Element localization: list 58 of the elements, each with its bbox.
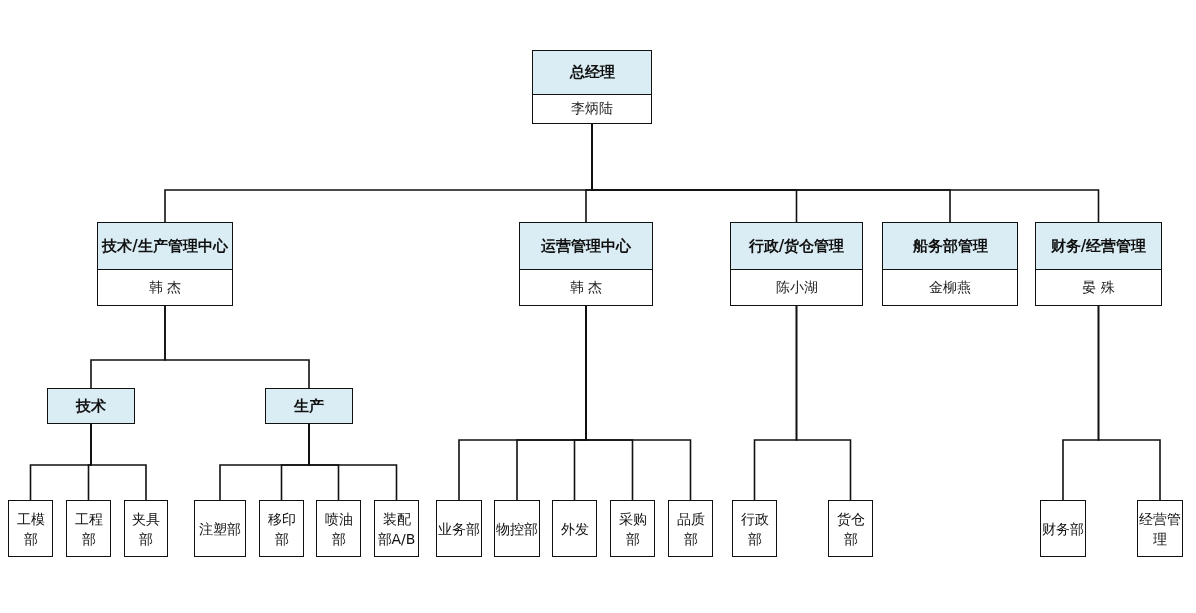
title-band: 财务/经营管理 — [1036, 223, 1161, 270]
title-band: 船务部管理 — [883, 223, 1017, 270]
department-box — [374, 500, 419, 557]
department-box — [494, 500, 540, 557]
department-name: 行政部 — [739, 509, 770, 549]
position-box — [882, 222, 1018, 306]
department-box — [436, 500, 482, 557]
department-name: 工模部 — [15, 509, 46, 549]
group-box: 生产 — [265, 388, 353, 424]
connector-line — [795, 305, 852, 501]
department-name: 采购部 — [617, 509, 648, 549]
department-name: 注塑部 — [198, 519, 242, 539]
connector-line — [164, 305, 310, 389]
department-name: 外发 — [559, 519, 590, 539]
title-band: 技术/生产管理中心 — [98, 223, 232, 270]
position-box — [519, 222, 653, 306]
department-name: 业务部 — [437, 519, 481, 539]
position-box — [97, 222, 233, 306]
department-box — [259, 500, 304, 557]
connector-line — [585, 305, 692, 501]
position-box — [1035, 222, 1162, 306]
department-box — [1137, 500, 1183, 557]
person-name: 陈小湖 — [775, 278, 818, 297]
department-name: 工程部 — [73, 509, 104, 549]
position-box — [532, 50, 652, 124]
department-name: 经营管理 — [1138, 509, 1182, 549]
connector-line — [90, 423, 147, 501]
department-name: 品质部 — [675, 509, 706, 549]
connector-line — [308, 423, 398, 501]
person-name: 韩 杰 — [569, 278, 603, 297]
title-band: 行政/货仓管理 — [731, 223, 862, 270]
department-box — [316, 500, 361, 557]
department-box — [552, 500, 597, 557]
person-name: 晏 殊 — [1082, 278, 1115, 297]
department-box — [828, 500, 873, 557]
title-band: 总经理 — [533, 51, 651, 95]
department-box — [1040, 500, 1086, 557]
department-name: 货仓部 — [835, 509, 866, 549]
department-name: 喷油部 — [323, 509, 354, 549]
department-name: 移印部 — [266, 509, 297, 549]
department-box — [124, 500, 168, 557]
person-name: 金柳燕 — [929, 278, 971, 297]
department-name: 夹具部 — [131, 509, 161, 549]
title-band: 运营管理中心 — [520, 223, 652, 270]
department-box — [610, 500, 655, 557]
department-name: 物控部 — [495, 519, 539, 539]
department-box — [732, 500, 777, 557]
person-name: 李炳陆 — [571, 100, 613, 118]
position-box — [730, 222, 863, 306]
department-name: 财务部 — [1041, 519, 1085, 539]
department-box — [66, 500, 111, 557]
connector-line — [1097, 305, 1161, 501]
department-box — [668, 500, 713, 557]
person-name: 韩 杰 — [148, 278, 182, 297]
department-box — [8, 500, 53, 557]
group-box: 技术 — [47, 388, 135, 424]
department-box — [194, 500, 246, 557]
department-name: 装配部A/B — [376, 509, 417, 549]
